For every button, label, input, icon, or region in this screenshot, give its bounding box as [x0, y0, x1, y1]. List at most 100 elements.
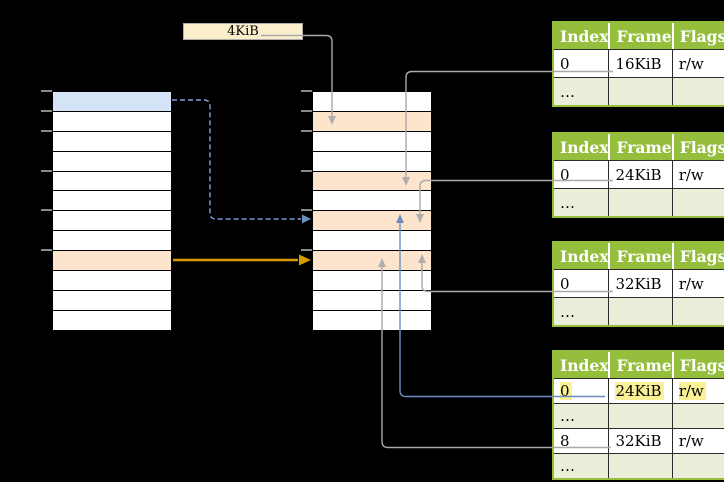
table-header-cell: Index: [554, 134, 609, 160]
table-header-cell: Flags: [671, 243, 724, 269]
table-cell: …: [554, 403, 609, 428]
arrow-mapped-page-orange: [173, 254, 311, 266]
table-cell: 8: [554, 428, 609, 453]
table-cell: r/w: [671, 160, 724, 188]
address-tick: [41, 209, 52, 211]
address-tick: [301, 90, 312, 92]
table-cell: r/w: [671, 428, 724, 453]
table-row-ellipsis: …: [554, 453, 724, 478]
table-cell: [671, 453, 724, 478]
memory-cell-white: [53, 151, 171, 172]
table-header-cell: Frame: [608, 134, 672, 160]
table-row-ellipsis: …: [554, 188, 724, 216]
table-row-ellipsis: …: [554, 297, 724, 325]
memory-cell-white: [313, 92, 431, 112]
table-header-cell: Flags: [671, 134, 724, 160]
table-cell: …: [554, 297, 609, 325]
table-cell: 32KiB: [608, 269, 672, 297]
table-header-cell: Index: [554, 23, 609, 49]
table-header-cell: Frame: [608, 352, 672, 378]
memory-cell-white: [53, 231, 171, 252]
memory-cell-white: [53, 131, 171, 152]
table-cell: 0: [554, 269, 609, 297]
memory-cell-orange: [313, 171, 431, 192]
memory-cell-white: [53, 191, 171, 212]
table-cell: [671, 297, 724, 325]
address-tick: [41, 110, 52, 112]
memory-cell-white: [313, 231, 431, 252]
table-row: 0 24KiB r/w: [554, 378, 724, 403]
memory-cell-orange: [313, 251, 431, 272]
memory-cell-white: [313, 151, 431, 172]
table-cell: …: [554, 188, 609, 216]
table-cell: 16KiB: [608, 49, 672, 77]
table-cell: 0: [554, 378, 609, 403]
memory-cell-orange: [53, 251, 171, 272]
address-tick: [301, 130, 312, 132]
address-tick: [41, 130, 52, 132]
table-cell: [608, 297, 672, 325]
table-cell: 0: [554, 160, 609, 188]
memory-cell-white: [53, 310, 171, 330]
table-cell: [608, 403, 672, 428]
table-cell: …: [554, 77, 609, 105]
memory-cell-white: [313, 131, 431, 152]
table-cell: [608, 77, 672, 105]
memory-cell-blue: [53, 92, 171, 112]
table-cell: 24KiB: [608, 378, 672, 403]
memory-cell-orange: [313, 211, 431, 232]
table-header-cell: Frame: [608, 23, 672, 49]
memory-cell-orange: [313, 111, 431, 132]
memory-cell-white: [313, 271, 431, 291]
table-cell: 24KiB: [608, 160, 672, 188]
page-size-label: 4KiB: [183, 23, 303, 40]
table-header-cell: Index: [554, 243, 609, 269]
memory-cell-white: [53, 111, 171, 132]
address-tick: [41, 170, 52, 172]
memory-cell-white: [313, 191, 431, 212]
table-header-cell: Flags: [671, 352, 724, 378]
table-cell: 0: [554, 49, 609, 77]
highlighted-value: 24KiB: [615, 382, 664, 400]
table-cell: r/w: [671, 269, 724, 297]
table-header-cell: Index: [554, 352, 609, 378]
highlighted-value: r/w: [678, 382, 706, 400]
table-cell: r/w: [671, 378, 724, 403]
table-cell: [671, 77, 724, 105]
table-cell: [671, 188, 724, 216]
address-tick: [301, 170, 312, 172]
table-header-cell: Flags: [671, 23, 724, 49]
table-header-cell: Frame: [608, 243, 672, 269]
table-cell: 32KiB: [608, 428, 672, 453]
address-tick: [301, 249, 312, 251]
memory-cell-white: [53, 290, 171, 311]
memory-cell-white: [313, 290, 431, 311]
table-cell: [608, 453, 672, 478]
memory-column-middle: [312, 91, 432, 331]
arrow-virtual-to-table-dashed: [172, 99, 311, 224]
memory-cell-white: [313, 310, 431, 330]
address-tick: [41, 90, 52, 92]
table-cell: …: [554, 453, 609, 478]
table-cell: [608, 188, 672, 216]
highlighted-value: 0: [560, 382, 572, 400]
table-cell: r/w: [671, 49, 724, 77]
table-row-ellipsis: …: [554, 403, 724, 428]
